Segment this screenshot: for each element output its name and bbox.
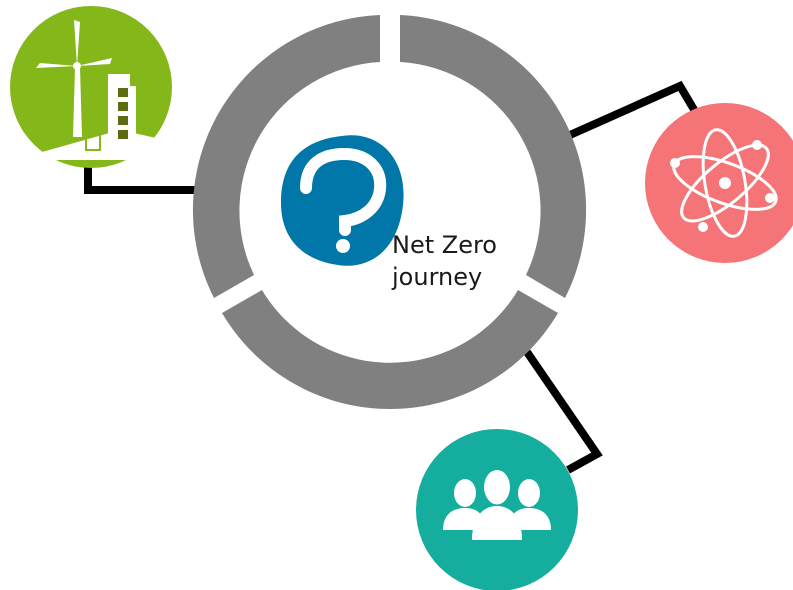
wind-turbine-building-icon bbox=[36, 20, 165, 160]
ring-segment-bottom bbox=[222, 290, 558, 410]
center-label-line1: Net Zero bbox=[392, 231, 497, 259]
connectors bbox=[84, 80, 700, 474]
renewables-badge bbox=[10, 6, 172, 168]
people-badge bbox=[416, 429, 578, 590]
center-label: Net Zero journey bbox=[392, 229, 522, 293]
connector-renewables bbox=[84, 165, 200, 194]
connector-people bbox=[523, 349, 603, 474]
ring bbox=[192, 15, 587, 410]
ring-segment-top-right bbox=[400, 15, 587, 298]
ring-segment-top-left bbox=[192, 15, 380, 298]
pearson-logo-icon bbox=[280, 135, 404, 266]
atom-icon bbox=[670, 128, 778, 238]
people-group-icon bbox=[443, 468, 551, 540]
center-label-line2: journey bbox=[392, 263, 483, 291]
connector-science bbox=[568, 80, 700, 139]
science-badge bbox=[645, 103, 793, 263]
